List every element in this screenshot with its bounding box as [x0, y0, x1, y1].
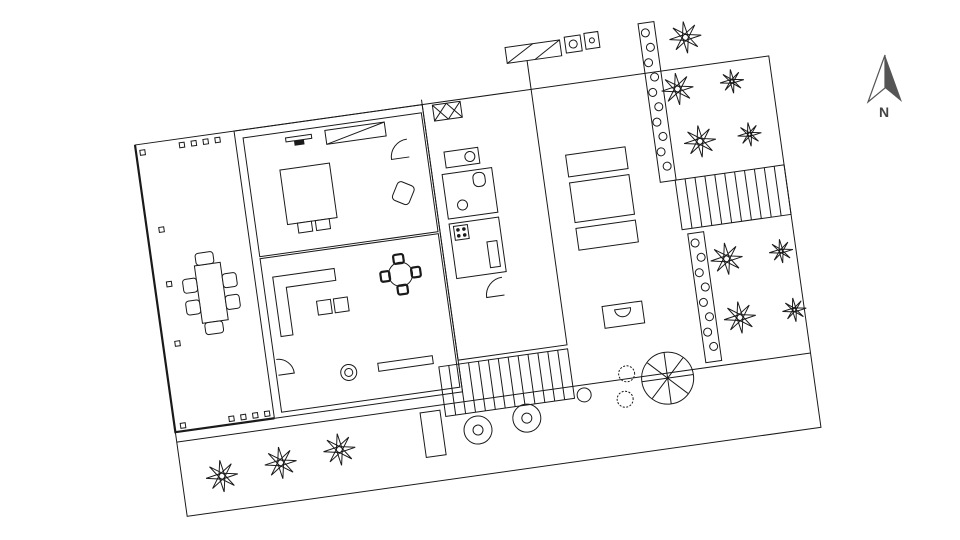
dryer: [443, 146, 481, 169]
terrace: [133, 136, 275, 434]
garden-divider: [176, 352, 811, 443]
floor-lamp: [340, 363, 358, 381]
sofa: [272, 267, 337, 338]
service-area: [431, 100, 507, 299]
washbasin: [457, 199, 469, 211]
planter: [601, 300, 646, 329]
bed: [279, 162, 338, 226]
kitchen: [448, 216, 507, 280]
kitchen-door: [486, 276, 505, 299]
garden-bench: [419, 409, 447, 459]
site-boundary: [134, 55, 822, 517]
stove: [452, 223, 470, 241]
north-label: N: [879, 104, 889, 120]
side-stairs: [674, 164, 792, 231]
front-stairs: [438, 348, 576, 417]
shrubs: [463, 351, 695, 445]
living-room: [259, 233, 461, 413]
tv-console: [377, 355, 434, 372]
sink: [486, 240, 502, 269]
bedroom-door: [390, 138, 410, 161]
bedroom: [242, 112, 439, 258]
sun-loungers: [565, 146, 639, 251]
desk: [284, 133, 313, 143]
round-table-chairs: [379, 252, 422, 296]
palm-plants: [205, 21, 807, 493]
house-east-wing: [420, 59, 568, 361]
bathroom: [441, 167, 499, 220]
north-arrow-icon: N: [866, 54, 902, 120]
house-west-wing: [233, 104, 464, 419]
toilet: [472, 171, 486, 188]
pebble-path: [637, 21, 723, 364]
living-door: [276, 358, 295, 376]
dining-table: [182, 251, 241, 336]
counter-unit: [504, 39, 563, 64]
armchair: [391, 181, 415, 206]
